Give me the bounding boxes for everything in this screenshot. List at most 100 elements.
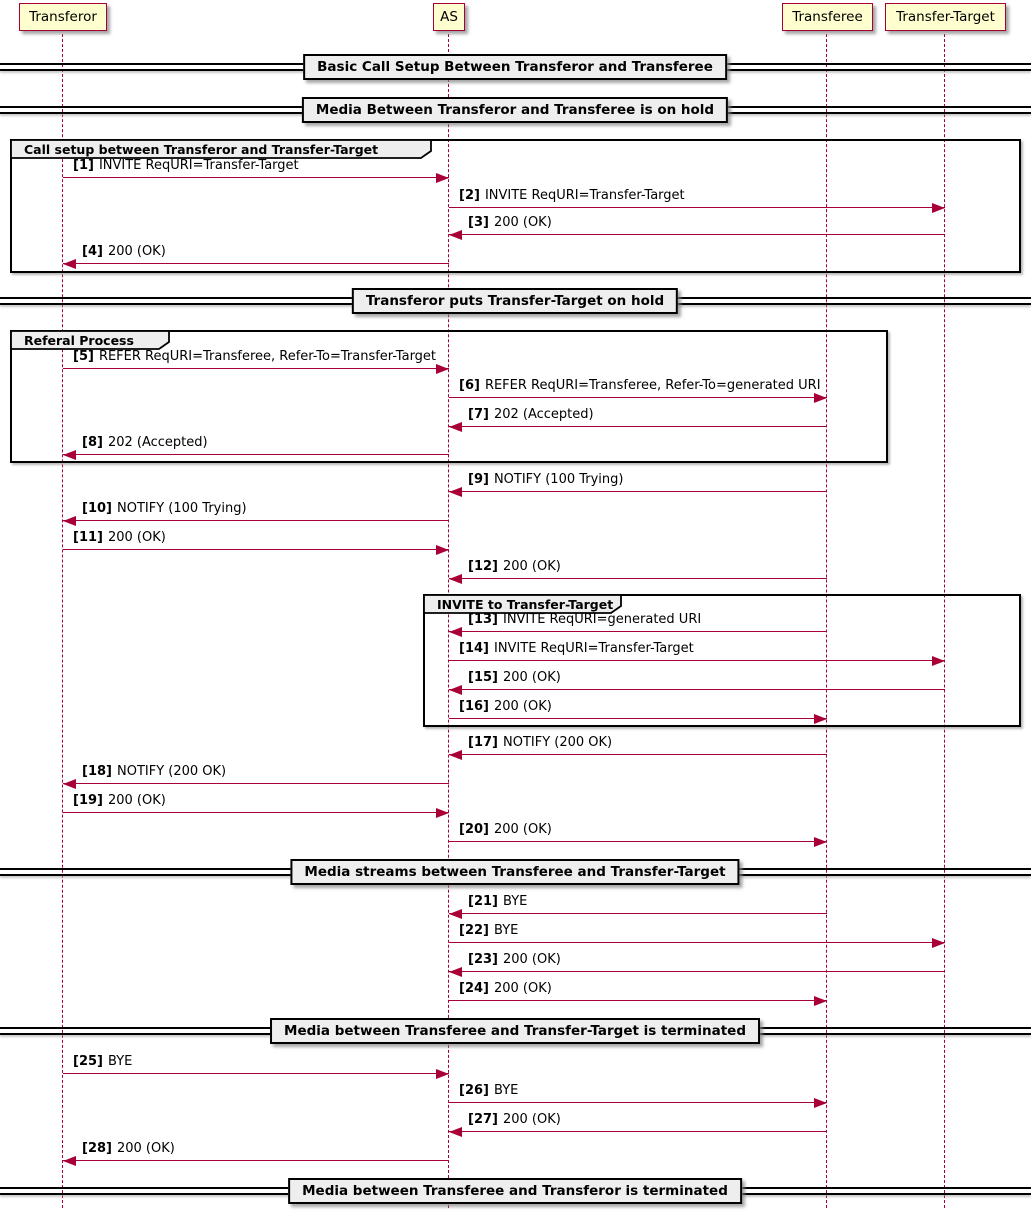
message-label: [10]NOTIFY (100 Trying) [82,501,247,517]
message-text: BYE [493,1083,519,1098]
message-arrowhead [449,909,462,919]
message-label: [28]200 (OK) [82,1141,175,1157]
message-line [63,177,449,178]
message-line [449,207,945,208]
message-arrowhead [814,1098,827,1108]
divider-label: Media streams between Transferee and Tra… [290,859,740,885]
message-line [63,812,449,813]
message-line [449,426,827,427]
message-label: [20]200 (OK) [459,822,552,838]
message-text: 200 (OK) [493,981,552,996]
divider-label: Basic Call Setup Between Transferor and … [303,54,727,80]
frame-referal-process: Referal Process [10,330,888,463]
message-text: 200 (OK) [493,822,552,837]
message-text: INVITE ReqURI=Transfer-Target [484,188,685,203]
message-line [63,549,449,550]
message-arrowhead [63,779,76,789]
message-text: INVITE ReqURI=Transfer-Target [493,641,694,656]
message-label: [6] REFER ReqURI=Transferee, Refer-To=gen… [459,378,821,394]
message-label: [2]INVITE ReqURI=Transfer-Target [459,188,685,204]
message-seq: [25] [73,1054,103,1069]
message-arrowhead [449,422,462,432]
frame-title: Referal Process [24,333,134,348]
message-text: 200 (OK) [107,793,166,808]
message-seq: [6] [459,378,480,393]
message-text: 200 (OK) [493,215,552,230]
message-label: [11]200 (OK) [73,530,166,546]
message-label: [15]200 (OK) [468,670,561,686]
message-arrowhead [932,656,945,666]
message-line [63,263,449,264]
message-seq: [19] [73,793,103,808]
message-text: BYE [107,1054,133,1069]
message-line [63,520,449,521]
message-seq: [22] [459,923,489,938]
message-seq: [1] [73,158,94,173]
message-text: 200 (OK) [502,952,561,967]
message-arrowhead [814,996,827,1006]
message-line [449,942,945,943]
message-text: REFER ReqURI=Transferee, Refer-To=genera… [484,378,821,393]
message-line [449,1000,827,1001]
participant-transferor: Transferor [19,3,107,31]
message-label: [16]200 (OK) [459,699,552,715]
message-line [449,234,945,235]
message-label: [14] INVITE ReqURI=Transfer-Target [459,641,694,657]
lifeline-as [448,34,449,1208]
message-seq: [24] [459,981,489,996]
message-arrowhead [63,516,76,526]
message-line [449,491,827,492]
message-line [63,783,449,784]
message-line [449,1131,827,1132]
message-label: [22]BYE [459,923,518,939]
message-line [63,368,449,369]
divider-label: Transferor puts Transfer-Target on hold [351,288,679,314]
message-arrowhead [63,259,76,269]
message-text: NOTIFY (200 OK) [502,735,613,750]
participant-transferee: Transferee [782,3,873,31]
message-seq: [26] [459,1083,489,1098]
message-line [449,397,827,398]
message-seq: [21] [468,894,498,909]
message-label: [12]200 (OK) [468,559,561,575]
message-arrowhead [814,837,827,847]
message-label: [3]200 (OK) [468,215,552,231]
message-line [449,754,827,755]
message-arrowhead [932,938,945,948]
message-line [63,1073,449,1074]
message-label: [24] 200 (OK) [459,981,552,997]
message-seq: [10] [82,501,112,516]
message-label: [1] INVITE ReqURI=Transfer-Target [73,158,299,174]
message-text: INVITE ReqURI=Transfer-Target [98,158,299,173]
participant-transfer-target: Transfer-Target [885,3,1006,31]
message-seq: [12] [468,559,498,574]
message-text: NOTIFY (100 Trying) [493,472,624,487]
message-label: [13]INVITE ReqURI=generated URI [468,612,701,628]
message-arrowhead [449,487,462,497]
message-label: [27]200 (OK) [468,1112,561,1128]
message-line [449,718,827,719]
message-label: [21]BYE [468,894,527,910]
message-arrowhead [449,1127,462,1137]
message-seq: [27] [468,1112,498,1127]
message-seq: [9] [468,472,489,487]
message-label: [18]NOTIFY (200 OK) [82,764,226,780]
message-line [63,1160,449,1161]
message-arrowhead [436,808,449,818]
message-arrowhead [63,450,76,460]
divider-label: Media between Transferee and Transfer-Ta… [270,1018,760,1044]
message-label: [8]202 (Accepted) [82,435,208,451]
frame-tab-shape [10,139,432,159]
message-arrowhead [449,750,462,760]
message-text: 202 (Accepted) [107,435,208,450]
message-seq: [17] [468,735,498,750]
message-line [449,660,945,661]
frame-call-setup: Call setup between Transferor and Transf… [10,139,1021,273]
message-label: [4]200 (OK) [82,244,166,260]
divider-label: Media Between Transferor and Transferee … [301,97,729,123]
message-arrowhead [436,173,449,183]
message-seq: [14] [459,641,489,656]
message-line [449,913,827,914]
participant-as: AS [433,3,465,31]
message-seq: [15] [468,670,498,685]
